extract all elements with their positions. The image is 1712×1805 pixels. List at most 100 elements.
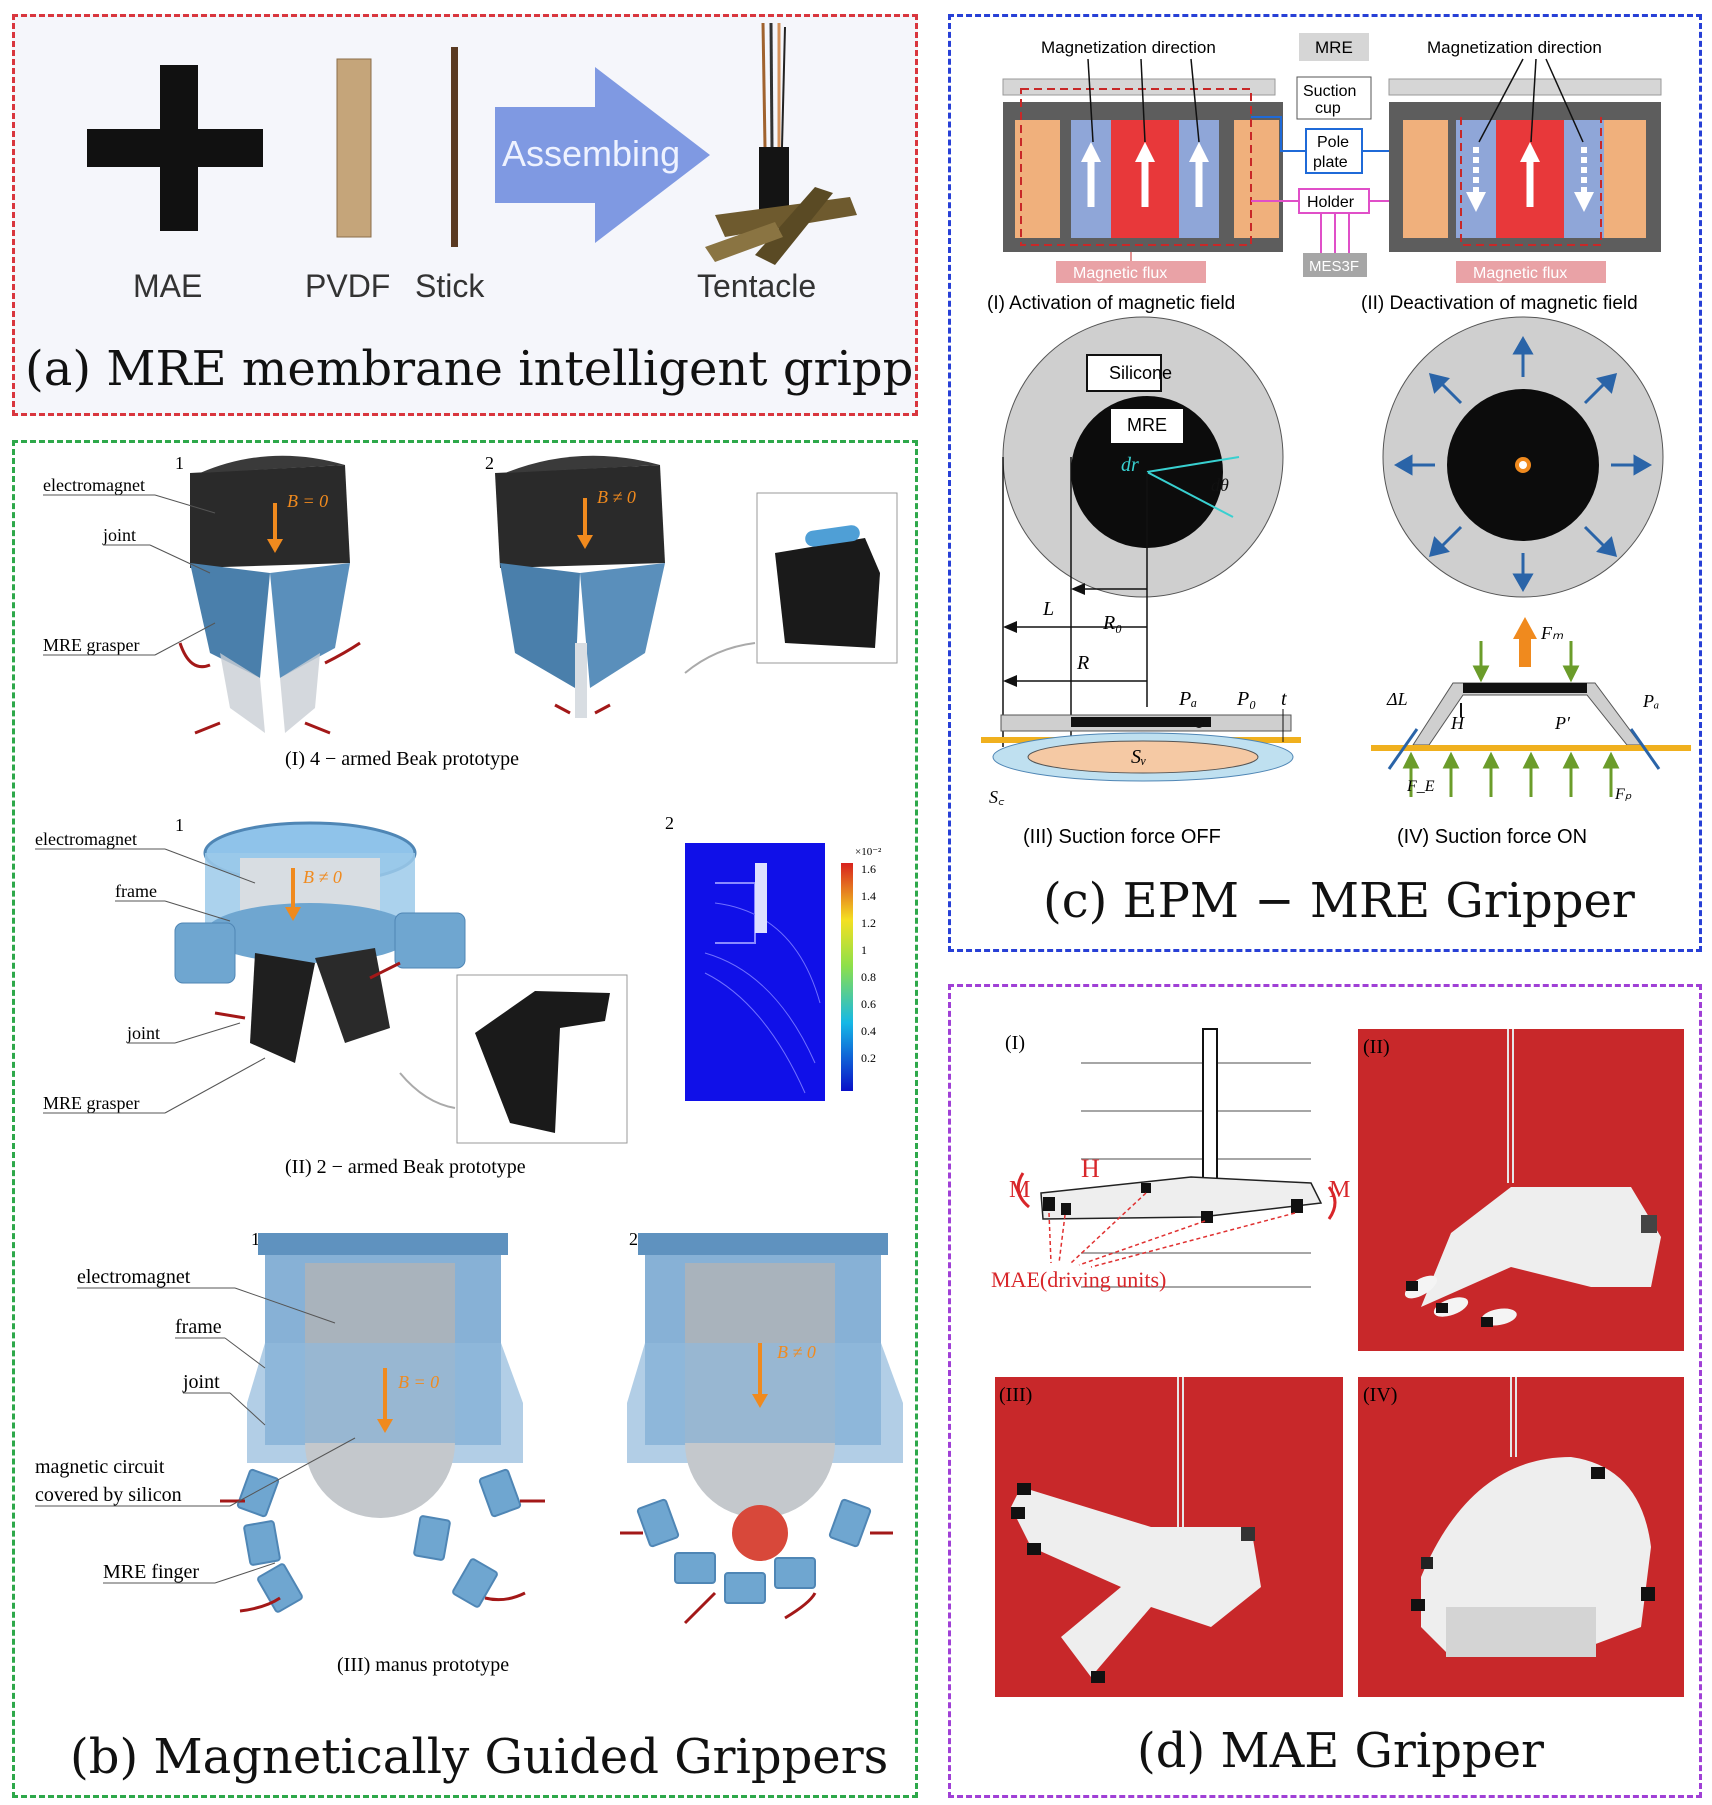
colorbar-tick: 0.4 [861, 1024, 876, 1038]
FM-label: Fₘ [1540, 623, 1564, 643]
c-mre-label: MRE [1315, 38, 1353, 57]
manus-gripper-1: B = 0 [220, 1233, 545, 1613]
Pprime-label: P′ [1554, 713, 1571, 733]
colorbar-tick: 1.6 [861, 862, 876, 876]
label-pvdf: PVDF [305, 268, 390, 304]
colorbar-tick: 0.8 [861, 970, 876, 984]
colorbar-tick: 0.2 [861, 1051, 876, 1065]
pvdf-strip [336, 58, 372, 238]
sub3-label-joint: joint [182, 1371, 220, 1393]
sub3-label-magnetic-circuit: magnetic circuit [35, 1456, 165, 1478]
FE-label: F_E [1406, 778, 1435, 795]
assembling-arrow: Assembing [495, 67, 710, 243]
flux-right: Magnetic flux [1473, 265, 1567, 282]
panel-d-title: (d) MAE Gripper [1137, 1723, 1544, 1779]
suction-cup-1: Suction [1303, 83, 1356, 100]
sub2-b-nonzero: B ≠ 0 [303, 867, 342, 887]
d-M-left: M [1009, 1177, 1030, 1203]
photo-II [1358, 1029, 1684, 1351]
sub2-label-joint: joint [126, 1023, 160, 1043]
d-label-III: (III) [999, 1384, 1032, 1406]
sub3-num-1: 1 [251, 1229, 260, 1249]
pole-plate-1: Pole [1317, 134, 1349, 151]
mag-dir-right: Magnetization direction [1427, 38, 1602, 57]
Pa-label: Pₐ [1178, 688, 1197, 710]
sub3-label-covered-by-silicon: covered by silicon [35, 1484, 182, 1506]
sub1-labels: electromagnet joint MRE grasper [43, 475, 216, 656]
label-mae: MAE [133, 268, 202, 304]
photo-IV [1358, 1377, 1684, 1697]
arrow-text: Assembing [502, 133, 680, 174]
beak2-gripper: B ≠ 0 [174, 821, 466, 1063]
sub2-num-2: 2 [665, 813, 674, 833]
Pa2-label: Pₐ [1642, 691, 1659, 711]
pole-plate-2: plate [1313, 154, 1348, 171]
sub1-caption: (I) 4 − armed Beak prototype [285, 748, 519, 770]
panel-a-figure: Assembing MAE PVDF Stick Tentacle (a) MR… [25, 22, 915, 397]
Fp-label: Fₚ [1614, 786, 1632, 803]
manus-gripper-2: B ≠ 0 [620, 1233, 903, 1625]
P0-label: P₀ [1236, 688, 1256, 710]
sub2-labels: electromagnet frame joint MRE grasper [35, 829, 266, 1114]
colorbar-tick: 0.6 [861, 997, 876, 1011]
panel-a-title: (a) MRE membrane intelligent gripper [25, 341, 915, 397]
mes3f-label: MES3F [1309, 258, 1359, 275]
sub2-label-electromagnet: electromagnet [35, 829, 137, 849]
dtheta-label: dθ [1211, 475, 1229, 495]
panel-c-title: (c) EPM − MRE Gripper [1043, 873, 1635, 929]
Sc-label: S꜀ [989, 787, 1005, 807]
colorbar-tick: 1.4 [861, 889, 876, 903]
panel-d-figure: (I) H M M MAE(driving units) (II) [991, 1028, 1684, 1779]
panel-c-figure: Magnetization direction Magnetic flux MR… [981, 33, 1691, 929]
d-driving-units: MAE(driving units) [991, 1267, 1166, 1292]
t-label: t [1281, 688, 1287, 710]
panel-d: (I) H M M MAE(driving units) (II) [948, 984, 1702, 1798]
suction-cup-2: cup [1315, 100, 1341, 117]
sub3-num-2: 2 [629, 1229, 638, 1249]
stick [451, 47, 458, 247]
label-stick: Stick [415, 268, 485, 304]
silicone-label: Silicone [1109, 363, 1172, 383]
sub3-caption: (III) manus prototype [337, 1654, 509, 1676]
panel-b-figure: 1 2 B = 0 B ≠ 0 [35, 453, 903, 1785]
H-label: H [1450, 713, 1465, 733]
sub2-label-mre-grasper: MRE grasper [43, 1093, 139, 1113]
mag-dir-left: Magnetization direction [1041, 38, 1216, 57]
panel-b-title: (b) Magnetically Guided Grippers [70, 1729, 888, 1785]
panel-c: Magnetization direction Magnetic flux MR… [948, 14, 1702, 952]
sub2-caption: (II) 2 − armed Beak prototype [285, 1156, 526, 1178]
photo-III [995, 1377, 1343, 1697]
colorbar-exp: ×10⁻² [855, 846, 882, 858]
sub1-label-joint: joint [102, 525, 136, 545]
sub2-num-1: 1 [175, 815, 184, 835]
c-mre-inner: MRE [1127, 415, 1167, 435]
dr-label: dr [1121, 454, 1139, 476]
sub1-label-electromagnet: electromagnet [43, 475, 145, 495]
sub2-label-frame: frame [115, 881, 157, 901]
label-tentacle: Tentacle [697, 268, 816, 304]
R-label: R [1076, 652, 1089, 674]
mae-schematic [1016, 1028, 1337, 1288]
c-cap2: (II) Deactivation of magnetic field [1361, 293, 1638, 314]
sub1-num-2: 2 [485, 453, 494, 473]
c-cap3: (III) Suction force OFF [1023, 826, 1221, 848]
c-cap1: (I) Activation of magnetic field [987, 293, 1235, 314]
sub3-labels: electromagnet frame joint magnetic circu… [35, 1266, 356, 1584]
sub2-field-plot: ×10⁻² 1.6 1.4 1.2 1 0.8 0.6 0.4 0.2 [685, 843, 882, 1101]
d-label-II: (II) [1363, 1036, 1390, 1058]
d-label-I: (I) [1005, 1032, 1025, 1054]
sub1-b-nonzero: B ≠ 0 [597, 487, 636, 507]
d-H-label: H [1081, 1154, 1100, 1183]
suction-on-diagram [1371, 316, 1691, 797]
epm-deactivation [1388, 58, 1662, 252]
panel-b: 1 2 B = 0 B ≠ 0 [12, 440, 918, 1798]
colorbar-tick: 1.2 [861, 916, 876, 930]
colorbar-tick: 1 [861, 943, 867, 957]
suction-off-diagram [981, 316, 1301, 782]
holder-label: Holder [1307, 194, 1355, 211]
sub3-label-frame: frame [175, 1316, 222, 1338]
panel-a: Assembing MAE PVDF Stick Tentacle (a) MR… [12, 14, 918, 416]
beak4-gripper-2: B ≠ 0 [495, 455, 665, 718]
R0-label: R₀ [1102, 612, 1122, 634]
Sv-label: Sᵥ [1131, 746, 1147, 768]
